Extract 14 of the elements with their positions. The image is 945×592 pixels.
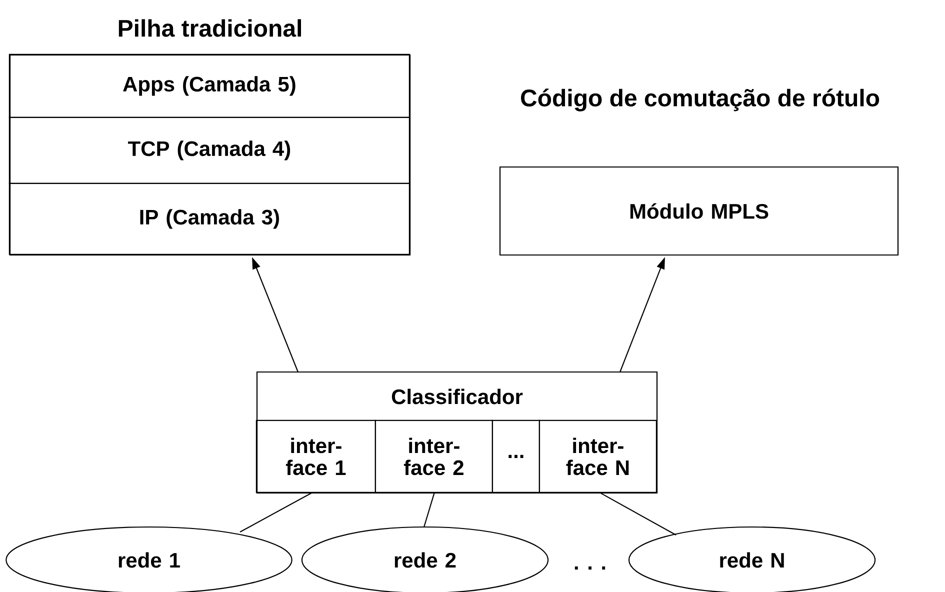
module-box: Módulo MPLS: [499, 166, 899, 256]
connector-line: [423, 492, 435, 528]
connector-line: [599, 492, 676, 536]
interface-cell: inter- face 2: [374, 420, 493, 493]
layer-box: Apps (Camada 5): [8, 54, 410, 118]
ellipsis-label: . . .: [574, 566, 606, 570]
interface-cell: inter- face 1: [256, 420, 376, 493]
layer-box: IP (Camada 3): [8, 182, 410, 255]
heading: Código de comutação de rótulo: [521, 88, 880, 112]
layer-box: TCP (Camada 4): [8, 116, 410, 184]
connector-line: [240, 492, 313, 532]
heading: Pilha tradicional: [118, 19, 301, 37]
ellipsis-cell: ...: [492, 420, 540, 493]
interface-cell: inter- face N: [538, 420, 657, 493]
